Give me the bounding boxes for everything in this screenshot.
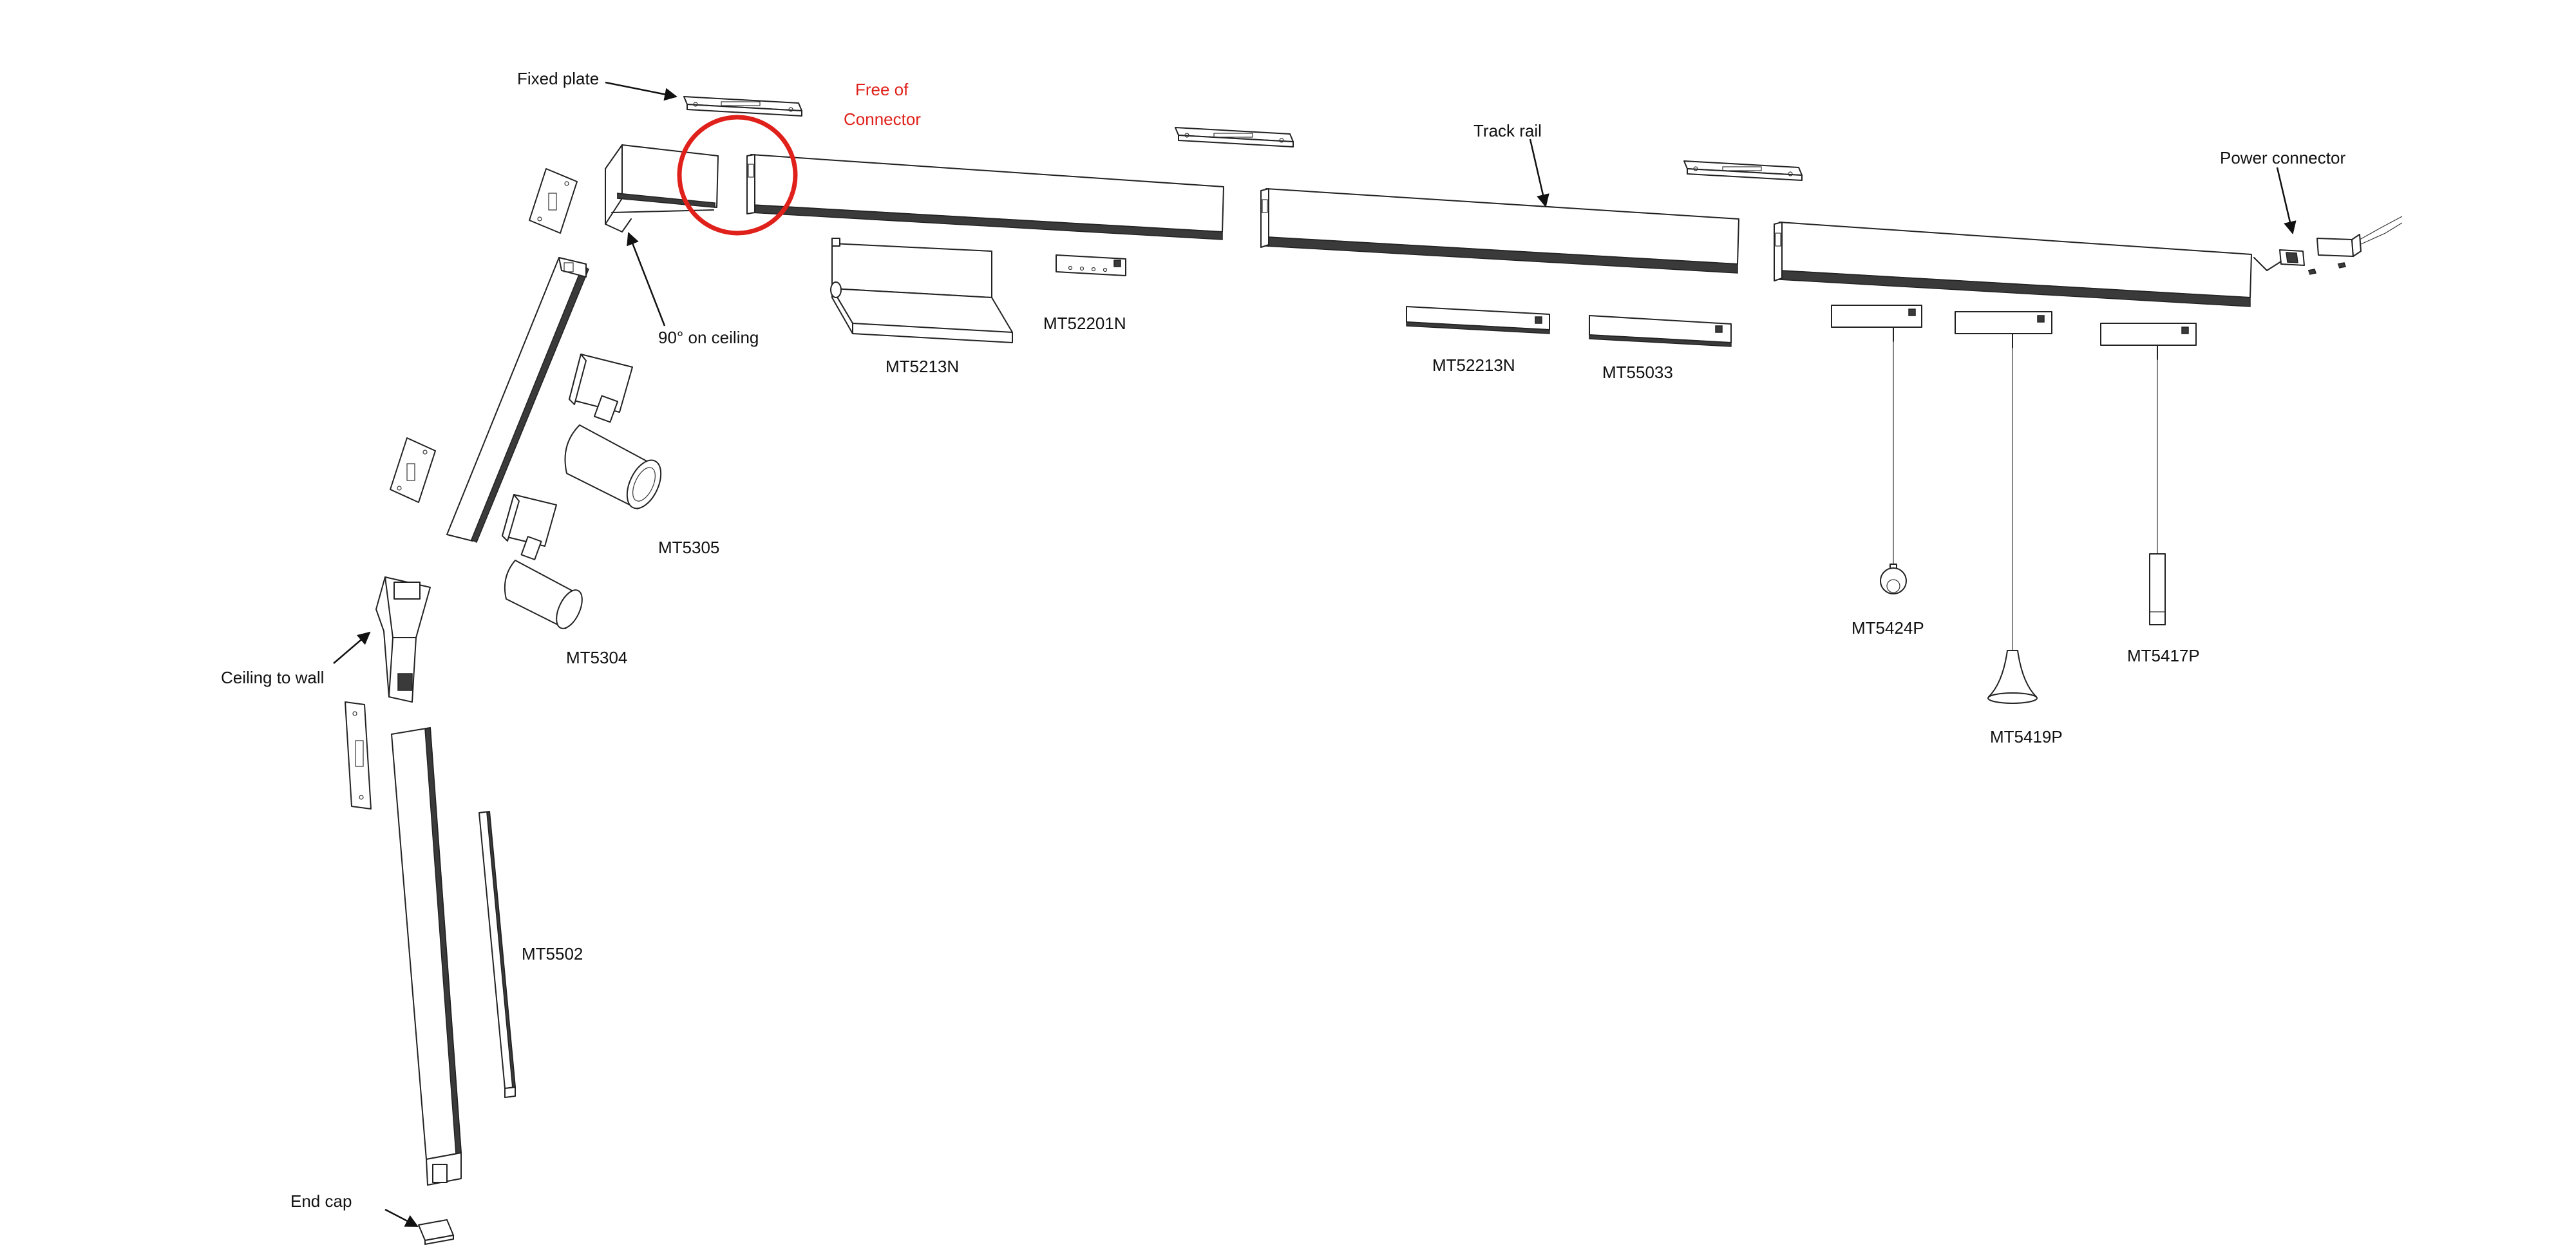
pendant-mt5417p xyxy=(2100,323,2197,625)
model-mt55033: MT55033 xyxy=(1602,363,1673,382)
model-mt5419p: MT5419P xyxy=(1990,727,2063,746)
end-cap-part xyxy=(418,1219,454,1245)
fixed-plate-vertical xyxy=(345,701,372,810)
spotlight-mt5305 xyxy=(564,354,662,509)
fixed-plate-left-1 xyxy=(529,168,578,234)
vertical-track-rail xyxy=(391,727,462,1186)
label-track-rail: Track rail xyxy=(1473,121,1542,140)
track-rail-1 xyxy=(746,154,1224,240)
power-connector xyxy=(2253,216,2403,275)
label-free-of: Free of xyxy=(855,80,909,99)
linear-module-mt5502 xyxy=(478,810,516,1098)
module-mt55033 xyxy=(1589,315,1732,347)
module-mt52201n xyxy=(1056,254,1126,276)
module-mt52213n xyxy=(1406,306,1550,334)
fixed-plate-3 xyxy=(1683,160,1803,181)
diagonal-track-rail xyxy=(446,257,589,544)
fixed-plate-1 xyxy=(683,96,802,117)
label-power-connector: Power connector xyxy=(2220,148,2345,167)
leader-arrow xyxy=(333,81,2297,1228)
module-mt5213n xyxy=(830,238,1013,343)
model-mt5424p: MT5424P xyxy=(1852,618,1924,638)
pendant-mt5424p xyxy=(1831,305,1922,594)
track-rail-3 xyxy=(1774,222,2252,307)
model-mt52213n: MT52213N xyxy=(1432,356,1515,375)
model-mt5304: MT5304 xyxy=(566,648,627,667)
fixed-plate-left-2 xyxy=(390,437,436,503)
fixed-plate-2 xyxy=(1175,127,1294,147)
label-ninety-on-ceiling: 90° on ceiling xyxy=(658,328,759,347)
model-mt52201n: MT52201N xyxy=(1043,314,1126,333)
label-fixed-plate: Fixed plate xyxy=(517,69,599,88)
pendant-mt5419p xyxy=(1955,311,2052,704)
ceiling-to-wall-connector xyxy=(375,576,431,703)
model-mt5305: MT5305 xyxy=(658,538,719,557)
label-ceiling-to-wall: Ceiling to wall xyxy=(221,668,324,687)
model-mt5417p: MT5417P xyxy=(2127,646,2200,665)
spotlight-mt5304 xyxy=(502,494,583,629)
label-end-cap: End cap xyxy=(290,1191,352,1211)
label-connector: Connector xyxy=(844,109,921,129)
red-circle-highlight xyxy=(677,115,798,236)
track-rail-2 xyxy=(1260,188,1739,274)
model-mt5502: MT5502 xyxy=(522,944,583,963)
model-mt5213n: MT5213N xyxy=(886,357,959,376)
